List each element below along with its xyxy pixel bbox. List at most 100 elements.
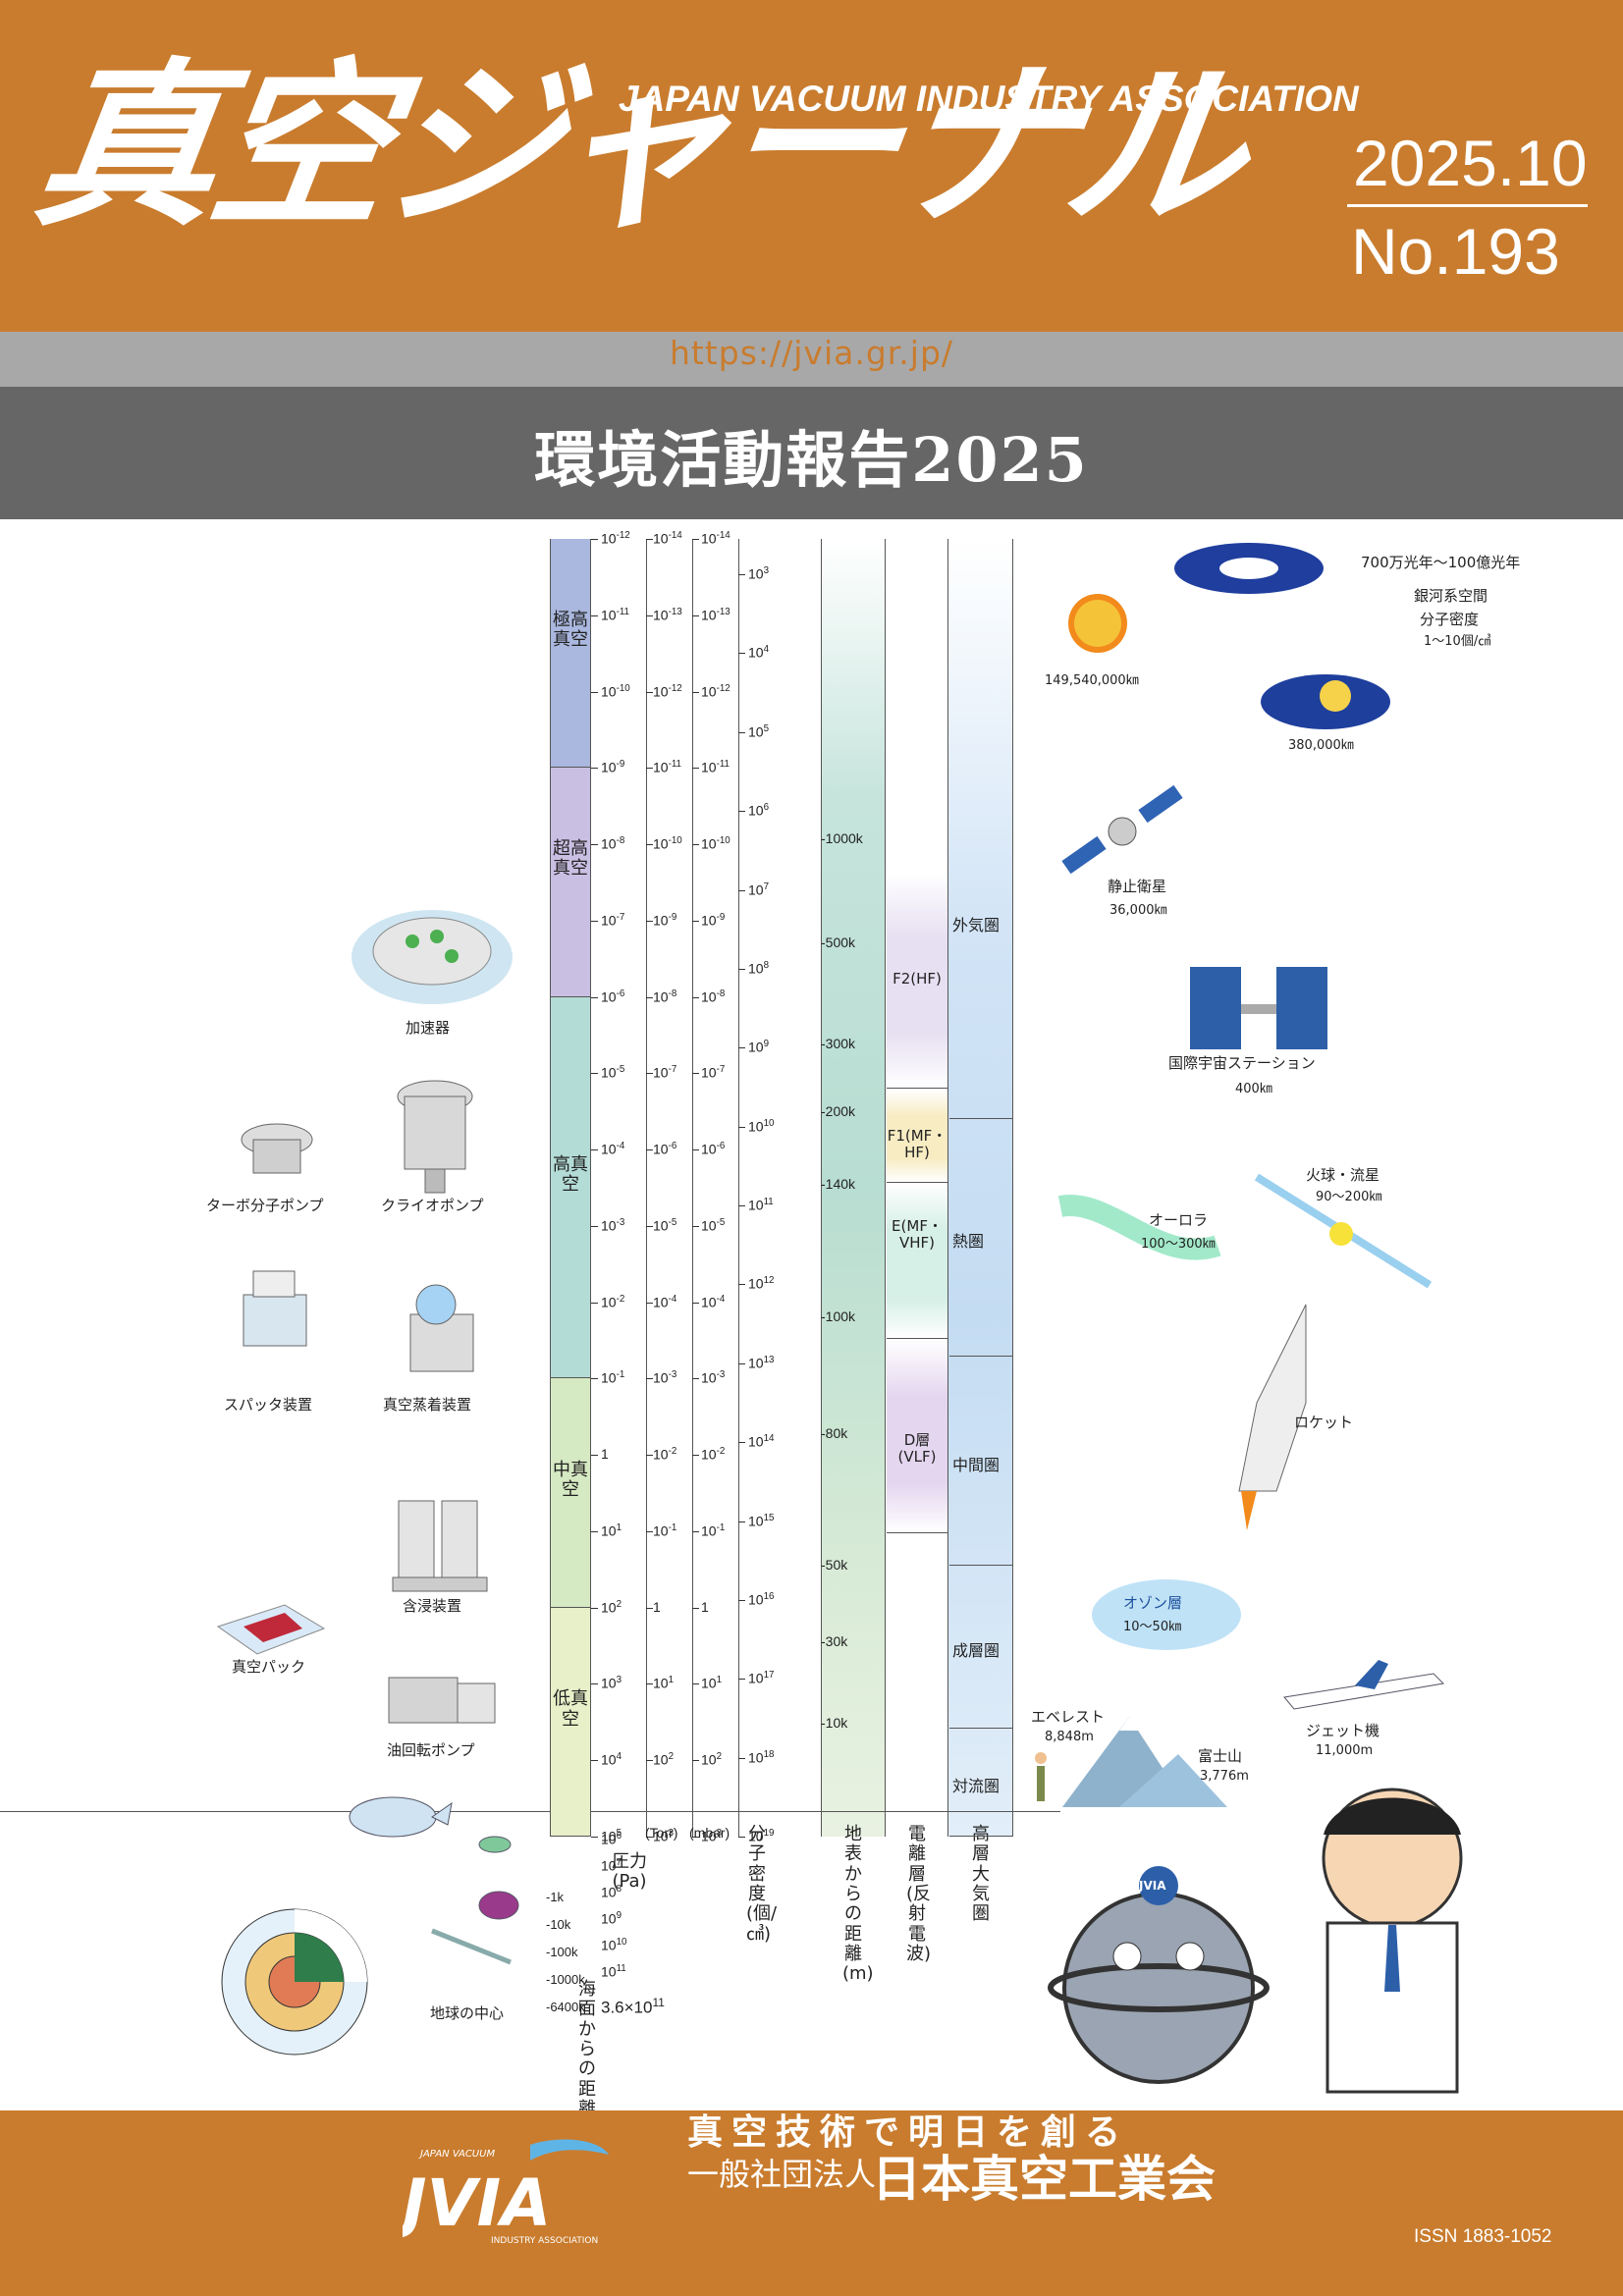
- evaporator-image: [409, 1284, 474, 1372]
- issue-number: No.193: [1351, 215, 1560, 288]
- pa-tick-mark: [591, 614, 598, 616]
- atmosphere-label-0: 外気圏: [952, 916, 1001, 934]
- axis-label-altitude: 地表からの距離(m): [842, 1824, 874, 1985]
- torr-tick-mark: [646, 1302, 653, 1304]
- pa-tick-mark: [591, 1378, 598, 1380]
- illustrations: [216, 543, 1463, 2094]
- feature-title: 環境活動報告2025: [534, 424, 1089, 496]
- mbar-tick-mark: [692, 691, 699, 693]
- pa-tick-mark: [591, 1149, 598, 1151]
- mbar-tick-label: 10-8: [701, 988, 726, 1005]
- website-link[interactable]: https://jvia.gr.jp/: [669, 334, 954, 372]
- torr-tick-label: 10-14: [653, 530, 682, 547]
- label-galaxy-space: 銀河系空間: [1414, 587, 1488, 605]
- anglerfish-image: [478, 1891, 519, 1920]
- sputter-image: [243, 1270, 307, 1347]
- pa-max-label: 3.6×1011: [601, 1996, 665, 2017]
- mbar-tick-label: 10-7: [701, 1064, 726, 1081]
- label-evaporator: 真空蒸着装置: [383, 1396, 472, 1414]
- altitude-tick-label: -200k: [821, 1103, 856, 1119]
- pa-tick-label: 102: [601, 1598, 622, 1616]
- torr-tick-mark: [646, 1149, 653, 1151]
- atmosphere-layer-1: [949, 1119, 1012, 1357]
- torr-tick-mark: [646, 1607, 653, 1609]
- torr-tick-mark: [646, 1837, 653, 1838]
- mbar-tick-label: 10-10: [701, 835, 730, 852]
- atmosphere-layer-4: [949, 1729, 1012, 1837]
- torr-tick-label: 102: [653, 1751, 675, 1768]
- pa-tick-mark: [591, 1455, 598, 1457]
- density-tick-label: 103: [748, 565, 770, 582]
- feature-title-bar: [0, 387, 1623, 519]
- torr-tick-mark: [646, 1530, 653, 1532]
- label-everest-height: 8,848m: [1045, 1730, 1094, 1744]
- vacuum-band-2: [551, 996, 590, 1379]
- pa-tick-mark: [591, 1073, 598, 1075]
- pa-below-tick-label: 1011: [601, 1963, 626, 1980]
- torr-tick-mark: [646, 1073, 653, 1075]
- ionosphere-layer-1: [887, 1089, 947, 1183]
- label-aurora: オーロラ: [1149, 1211, 1209, 1229]
- pa-below-tick-label: 1010: [601, 1937, 627, 1953]
- rotary-pump-image: [388, 1677, 496, 1724]
- label-meteor: 火球・流星: [1306, 1166, 1380, 1184]
- label-iss: 国際宇宙ステーション: [1168, 1054, 1316, 1072]
- footer-bar: [0, 2110, 1623, 2296]
- mbar-tick-mark: [692, 1378, 699, 1380]
- pa-tick-label: 10-2: [601, 1293, 625, 1310]
- mascot-badge: JVIA: [1139, 1879, 1166, 1893]
- depth-tick-label: -1k: [546, 1890, 565, 1904]
- torr-tick-label: 10-12: [653, 682, 682, 700]
- torr-tick-label: 10-13: [653, 606, 682, 623]
- mbar-tick-label: 103: [701, 1828, 723, 1844]
- vacuum-band-label-4: 低真空: [553, 1688, 588, 1730]
- label-galaxy-density: 1〜10個/㎤: [1424, 634, 1491, 649]
- density-tick-label: 1014: [748, 1433, 775, 1450]
- density-axis: [738, 539, 739, 1837]
- organization-name: 日本真空工業会: [872, 2151, 1216, 2208]
- pa-tick-label: 101: [601, 1522, 622, 1539]
- density-tick-label: 106: [748, 802, 770, 819]
- mbar-tick-mark: [692, 1607, 699, 1609]
- mbar-tick-mark: [692, 1760, 699, 1762]
- altitude-tick-label: -140k: [821, 1176, 856, 1192]
- density-tick-label: 1019: [748, 1828, 775, 1844]
- pa-below-tick-label: 107: [601, 1857, 622, 1874]
- pa-tick-label: 10-8: [601, 835, 625, 852]
- label-sputter: スパッタ装置: [224, 1396, 313, 1414]
- aurora-image: [1057, 1195, 1221, 1260]
- density-tick-label: 1018: [748, 1748, 775, 1766]
- torr-tick-mark: [646, 1683, 653, 1685]
- density-tick-mark: [738, 1126, 745, 1128]
- axis-label-pa: 圧力(Pa): [612, 1851, 647, 1893]
- mbar-tick-label: 10-11: [701, 759, 730, 775]
- mbar-tick-label: 10-2: [701, 1446, 726, 1463]
- vacuum-band-0: [551, 539, 590, 769]
- torr-tick-mark: [646, 768, 653, 770]
- density-tick-label: 109: [748, 1039, 770, 1055]
- ionosphere-layer-0: [887, 873, 947, 1089]
- axis-label-ionosphere: 電離層(反射電波): [906, 1824, 932, 1964]
- issn: ISSN 1883-1052: [1414, 2226, 1552, 2247]
- altitude-tick-label: -80k: [821, 1425, 848, 1441]
- pa-tick-mark: [591, 768, 598, 770]
- pa-tick-mark: [591, 1302, 598, 1304]
- atmosphere-label-3: 成層圏: [952, 1641, 1001, 1660]
- density-tick-mark: [738, 731, 745, 733]
- density-tick-mark: [738, 574, 745, 575]
- mascot-scientist: [1322, 1788, 1463, 2094]
- density-tick-label: 1017: [748, 1670, 775, 1686]
- density-tick-mark: [738, 1757, 745, 1759]
- density-tick-mark: [738, 1047, 745, 1049]
- mbar-tick-mark: [692, 1530, 699, 1532]
- pa-tick-label: 10-12: [601, 530, 630, 547]
- label-rotary-pump: 油回転ポンプ: [387, 1741, 475, 1759]
- density-tick-label: 107: [748, 881, 770, 898]
- pa-tick-mark: [591, 1530, 598, 1532]
- label-aurora-distance: 100〜300㎞: [1141, 1237, 1216, 1252]
- label-meteor-distance: 90〜200㎞: [1316, 1190, 1382, 1204]
- mbar-tick-label: 1: [701, 1598, 709, 1615]
- torr-axis: [646, 539, 647, 1837]
- label-satellite-distance: 36,000㎞: [1109, 903, 1167, 918]
- density-tick-label: 1011: [748, 1197, 774, 1213]
